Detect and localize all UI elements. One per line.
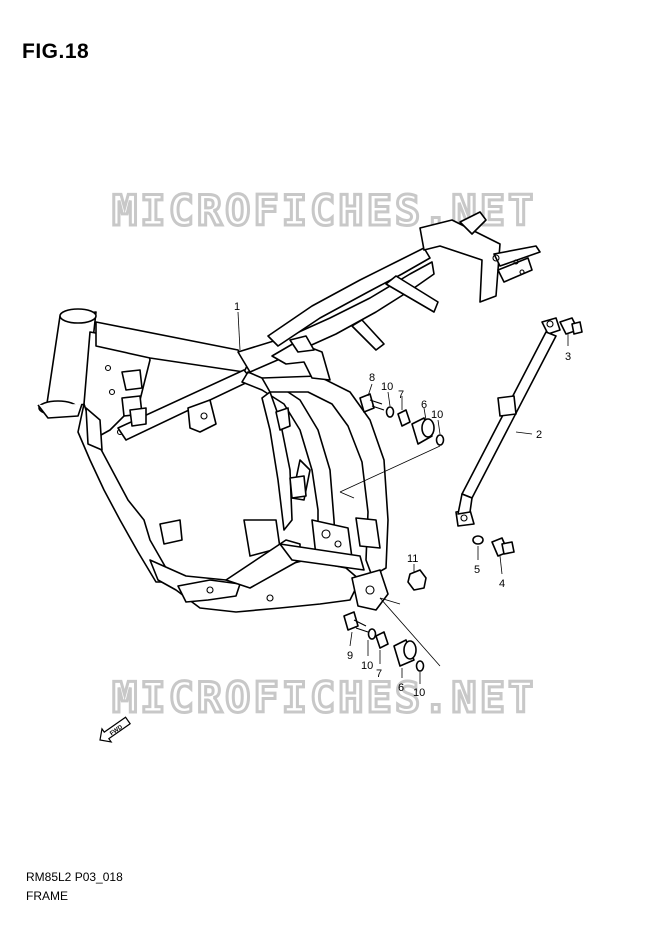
pivot-tab bbox=[289, 475, 307, 499]
nut-11 bbox=[407, 569, 427, 591]
washer-10-upper-a bbox=[385, 406, 395, 418]
rear-engine-tab bbox=[355, 517, 381, 549]
seat-rail-upper bbox=[267, 247, 431, 347]
callout-5: 5 bbox=[474, 564, 480, 576]
callout-7-upper: 7 bbox=[398, 389, 404, 401]
washer-10-lower-b bbox=[415, 660, 425, 672]
callout-3: 3 bbox=[565, 351, 571, 363]
backbone bbox=[237, 261, 435, 373]
damper-6-lower-face bbox=[403, 640, 417, 660]
lower-tab-left bbox=[159, 519, 183, 545]
washer-10-upper-b bbox=[435, 434, 445, 446]
bolt-9 bbox=[343, 611, 369, 633]
brace-end bbox=[457, 493, 473, 515]
watermark-bottom: MICROFICHES.NET bbox=[112, 673, 536, 722]
down-tube-brace bbox=[85, 407, 103, 451]
cable-tab-3 bbox=[129, 407, 147, 427]
damper-6-upper-face bbox=[421, 418, 435, 438]
assembly-guides bbox=[339, 445, 441, 667]
bolt-4 bbox=[491, 537, 515, 557]
callout-4: 4 bbox=[499, 578, 505, 590]
diagram-caption: FRAME bbox=[26, 889, 68, 903]
callout-8: 8 bbox=[369, 372, 375, 384]
cable-tab-1 bbox=[121, 369, 143, 391]
washer-5 bbox=[472, 535, 484, 545]
rear-stay bbox=[385, 275, 439, 313]
callout-1: 1 bbox=[234, 301, 240, 313]
callout-10-lower-b: 10 bbox=[413, 687, 425, 699]
washer-10-lower-a bbox=[367, 628, 377, 640]
callout-6-upper: 6 bbox=[421, 399, 427, 411]
leader-lines bbox=[237, 311, 569, 684]
head-bottom-ring bbox=[37, 403, 83, 419]
callout-9: 9 bbox=[347, 650, 353, 662]
collar-7-upper bbox=[397, 409, 411, 427]
callout-10-upper-a: 10 bbox=[381, 381, 393, 393]
rear-mount-arm bbox=[493, 245, 541, 267]
diagram-code: RM85L2 P03_018 bbox=[26, 870, 123, 884]
brace-top-eye bbox=[541, 317, 561, 335]
inner-vertical-left bbox=[261, 391, 293, 531]
callout-2: 2 bbox=[536, 429, 542, 441]
rear-bracket-tab bbox=[459, 211, 487, 235]
callout-11: 11 bbox=[407, 553, 418, 565]
callout-7-lower: 7 bbox=[376, 668, 382, 680]
sub-stay bbox=[351, 319, 385, 351]
top-clamp bbox=[289, 335, 315, 353]
callout-6-lower: 6 bbox=[398, 682, 404, 694]
rear-lower-block bbox=[351, 569, 389, 611]
lower-cradle-front bbox=[177, 579, 241, 603]
callout-10-lower-a: 10 bbox=[361, 660, 373, 672]
mid-tab bbox=[275, 407, 291, 431]
bolt-8 bbox=[359, 393, 385, 413]
tank-mount-tab bbox=[187, 399, 217, 433]
rear-brace-rod bbox=[455, 317, 561, 527]
main-frame bbox=[37, 211, 541, 613]
fwd-direction-arrow: FWD bbox=[99, 716, 131, 743]
bolt-3 bbox=[559, 317, 583, 335]
collar-7-lower bbox=[375, 631, 389, 649]
right-main-loop bbox=[261, 375, 389, 577]
brace-tab bbox=[497, 395, 517, 417]
callout-10-upper-b: 10 bbox=[431, 409, 443, 421]
head-top-ellipse bbox=[59, 308, 97, 324]
figure-title: FIG.18 bbox=[22, 40, 90, 63]
cross-member-upper bbox=[279, 543, 365, 571]
